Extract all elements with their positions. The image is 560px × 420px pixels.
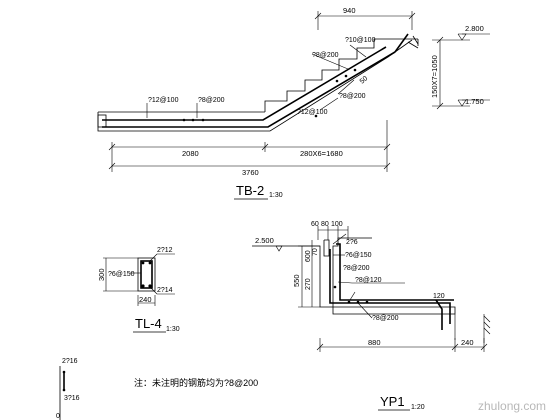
tb2-dim-overall: 3760 <box>242 168 259 177</box>
yp1-main: ?8@120 <box>355 277 382 284</box>
yp1-stirrup: ?6@150 <box>345 252 372 259</box>
tb2-label-hook: 50 <box>359 75 370 85</box>
tb2-level-upper: 2.800 <box>465 24 484 33</box>
tl4-bottom-bars: 2?14 <box>157 287 173 294</box>
tl4-stirrup: ?6@150 <box>108 271 135 278</box>
tb2-dim-top: 940 <box>343 6 356 15</box>
yp1-dim-width: 880 <box>368 338 381 347</box>
tb2-title: TB-2 <box>236 183 264 198</box>
tl4-dim-height: 300 <box>97 268 106 281</box>
tl4-dim-width: 240 <box>139 295 152 304</box>
tb2-level-lower: 1.750 <box>465 97 484 106</box>
tb2-label-bottom-main: ?12@100 <box>297 109 328 116</box>
tl4-title: TL-4 <box>135 316 162 331</box>
yp1-title: YP1 <box>380 394 405 409</box>
tl4-scale: 1:30 <box>166 326 180 333</box>
yp1-dim-top-b: 80 <box>321 221 329 228</box>
general-note: 注：未注明的钢筋均为?8@200 <box>134 377 258 388</box>
yp1-level: 2.500 <box>255 236 274 245</box>
tb2-label-mid-dist: ?8@200 <box>339 93 366 100</box>
tb2-label-upper-top: ?10@100 <box>345 37 376 44</box>
yp1-dim-corner: 120 <box>433 293 445 300</box>
tb2-dim-landing: 2080 <box>182 149 199 158</box>
tb2-stair-section: ?12@100 ?8@200 ?10@100 ?8@200 ?8@200 ?12… <box>97 6 490 200</box>
tl4-beam-section: 300 240 2?12 ?6@150 2?14 TL-4 1:30 <box>97 247 180 333</box>
yp1-dim-top-c: 100 <box>331 221 343 228</box>
watermark: zhulong.com <box>478 399 546 413</box>
yp1-scale: 1:20 <box>411 404 425 411</box>
yp1-dim-h-mid: 270 <box>305 278 312 290</box>
yp1-dim-wall: 240 <box>461 338 474 347</box>
yp1-dim-top-a: 60 <box>311 221 319 228</box>
yp1-dist: ?8@200 <box>372 315 399 322</box>
misc-bottom-bar: 3?16 <box>64 395 80 402</box>
yp1-top-bars: 2?6 <box>346 239 358 246</box>
tb2-dim-treads: 280X6=1680 <box>300 149 343 158</box>
yp1-dim-h-small: 70 <box>312 248 319 256</box>
misc-edge: 0 <box>56 413 60 420</box>
tb2-label-upper-dist: ?8@200 <box>312 52 339 59</box>
yp1-side: ?8@200 <box>343 265 370 272</box>
misc-top-bar: 2?16 <box>62 358 78 365</box>
yp1-dim-h-upper: 600 <box>305 250 312 262</box>
tb2-scale: 1:30 <box>269 192 283 199</box>
yp1-section: 2.500 60 80 100 550 600 270 70 880 240 <box>252 221 491 411</box>
misc-detail: 2?16 3?16 0 <box>56 358 80 420</box>
tb2-label-bottom-dist: ?8@200 <box>198 97 225 104</box>
tb2-label-bottom-top-bar: ?12@100 <box>148 97 179 104</box>
yp1-dim-h-total: 550 <box>292 274 301 287</box>
tb2-dim-risers: 150X7=1050 <box>430 55 439 98</box>
tl4-top-bars: 2?12 <box>157 247 173 254</box>
